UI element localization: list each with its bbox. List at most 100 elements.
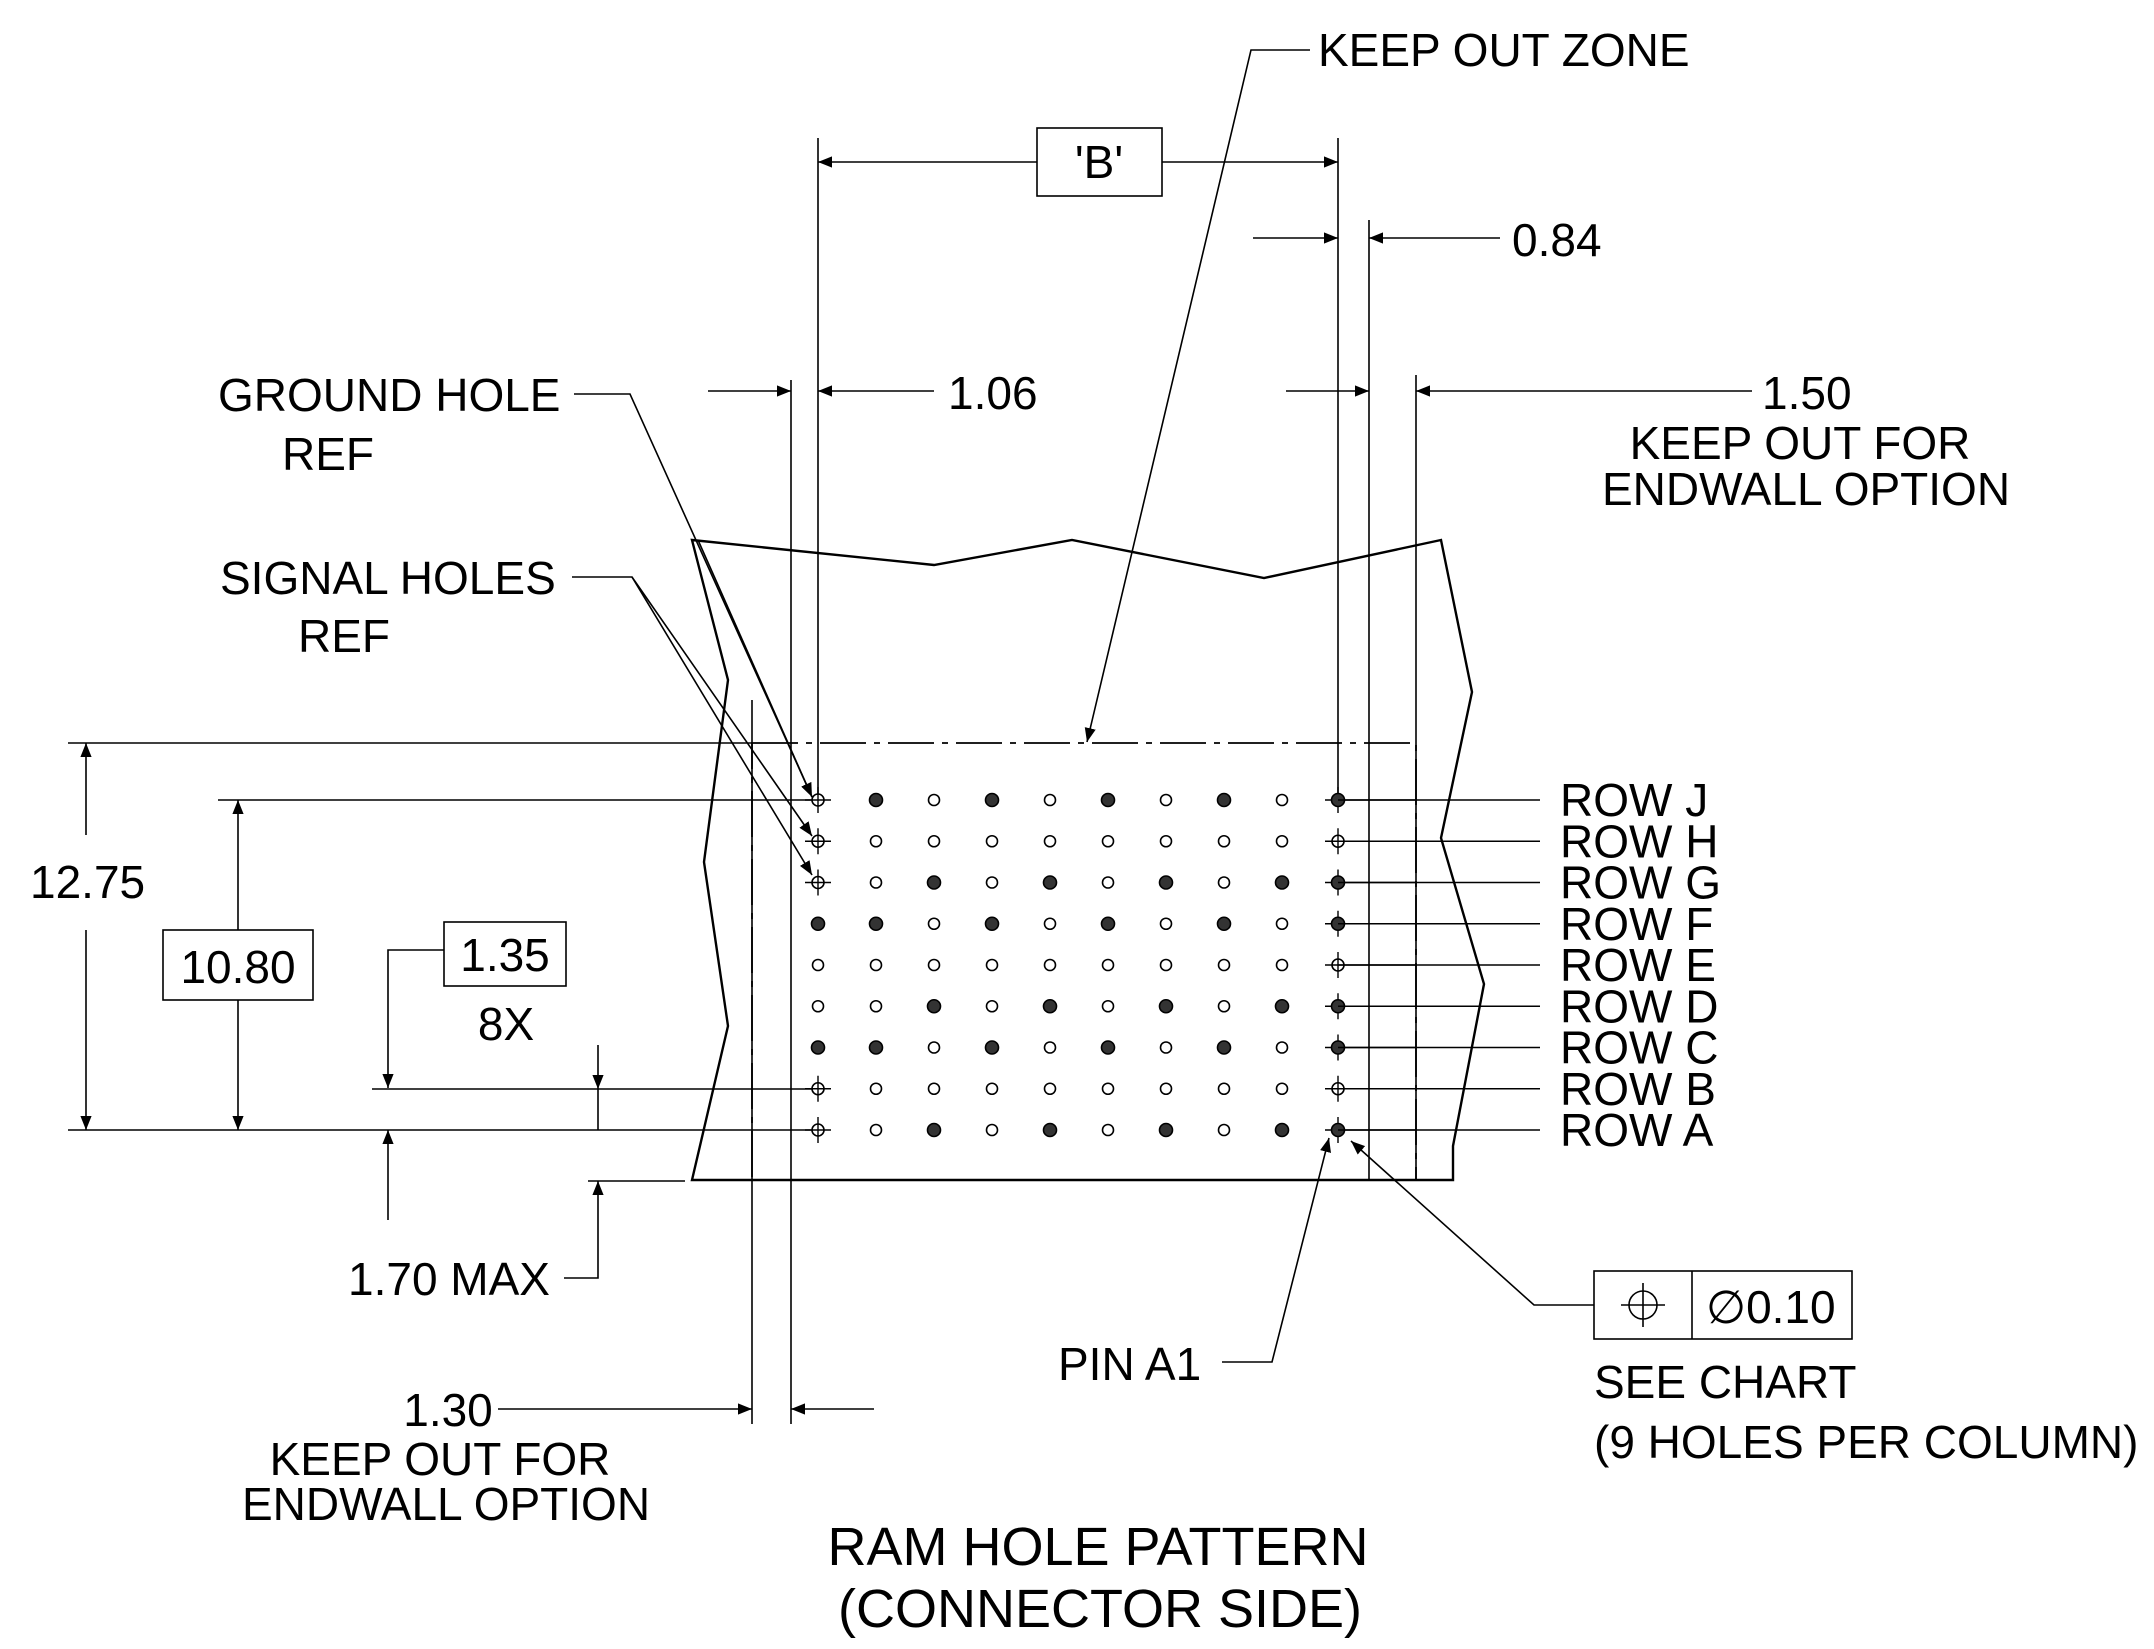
tolerance-value: ∅0.10 [1706, 1281, 1836, 1333]
hole-g4 [985, 876, 999, 889]
keep-out-zone-label: KEEP OUT ZONE [1318, 24, 1690, 76]
hole-e2 [869, 958, 883, 972]
row-label-g: ROW G [1560, 857, 1721, 909]
hole-j9 [1275, 793, 1289, 807]
dim-1080-box [162, 929, 314, 1001]
row-label-j: ROW J [1560, 774, 1708, 826]
hole-a2 [869, 1123, 883, 1137]
row-label-c: ROW C [1560, 1022, 1718, 1074]
hole-f3 [927, 917, 941, 931]
dim-135-box [443, 921, 567, 987]
hole-d8 [1217, 999, 1231, 1013]
dim-135-label: 1.35 [460, 929, 550, 981]
hole-e5 [1043, 958, 1057, 972]
signal-holes-label: SIGNAL HOLES [220, 552, 556, 604]
hole-a8 [1217, 1123, 1231, 1137]
dim-135-leader [382, 949, 444, 1088]
hole-c8 [1216, 1040, 1232, 1055]
hole-b9 [1275, 1082, 1289, 1096]
hole-g6 [1101, 876, 1115, 889]
hole-g3 [926, 875, 942, 890]
hole-f4 [984, 916, 1000, 932]
hole-e3 [927, 958, 941, 972]
hole-a9 [1274, 1122, 1290, 1138]
b-dimension-box [1036, 127, 1163, 197]
hole-j5 [1043, 793, 1057, 807]
dim-1275-label: 12.75 [30, 856, 145, 908]
hole-b7 [1159, 1082, 1173, 1096]
keep-out-endwall-right-line2: ENDWALL OPTION [1602, 463, 2010, 515]
hole-d7 [1158, 998, 1174, 1014]
keep-out-endwall-left-line1: KEEP OUT FOR [270, 1433, 611, 1485]
hole-e9 [1275, 958, 1289, 972]
hole-f2 [868, 916, 884, 932]
hole-h5 [1043, 834, 1057, 848]
hole-e7 [1159, 958, 1173, 972]
hole-h6 [1101, 834, 1115, 848]
hole-d4 [985, 999, 999, 1013]
hole-f7 [1159, 917, 1173, 931]
signal-holes-leader-2 [631, 576, 813, 876]
hole-d1 [811, 999, 825, 1013]
hole-b6 [1101, 1082, 1115, 1096]
tolerance-frame [1593, 1270, 1853, 1340]
ground-hole-ref-label: REF [282, 428, 374, 480]
hole-e4 [985, 958, 999, 972]
hole-d6 [1101, 999, 1115, 1013]
keep-out-endwall-left-line2: ENDWALL OPTION [242, 1478, 650, 1530]
hole-b2 [869, 1082, 883, 1096]
hole-j2 [868, 792, 884, 808]
hole-g5 [1042, 875, 1058, 890]
board-outline [690, 538, 1486, 1182]
signal-holes-leader-1 [572, 576, 813, 837]
hole-c2 [868, 1040, 884, 1055]
hole-a4 [985, 1123, 999, 1137]
hole-j7 [1159, 793, 1173, 807]
hole-g9 [1274, 875, 1290, 890]
hole-e6 [1101, 958, 1115, 972]
see-chart-label: SEE CHART [1594, 1356, 1856, 1408]
hole-h8 [1217, 834, 1231, 848]
hole-c6 [1100, 1040, 1116, 1055]
row-leaders [1338, 799, 1540, 1131]
hole-b1 [805, 1075, 831, 1102]
dim-135-qty-label: 8X [478, 998, 534, 1050]
b-dimension-label: 'B' [1075, 136, 1123, 188]
dim-150-label: 1.50 [1762, 367, 1852, 419]
hole-c4 [984, 1040, 1000, 1055]
hole-a1 [805, 1117, 831, 1143]
hole-h7 [1159, 834, 1173, 848]
hole-d2 [869, 999, 883, 1013]
position-symbol-icon [1621, 1283, 1665, 1327]
hole-j6 [1100, 792, 1116, 808]
row-label-b: ROW B [1560, 1063, 1716, 1115]
hole-b4 [985, 1082, 999, 1096]
hole-c1 [810, 1040, 826, 1055]
ground-hole-leader-2 [697, 539, 813, 798]
hole-f1 [810, 916, 826, 932]
row-label-f: ROW F [1560, 898, 1713, 950]
signal-holes-ref-label: REF [298, 610, 390, 662]
hole-c7 [1159, 1041, 1173, 1054]
keep-out-zone-leader [1084, 49, 1310, 743]
row-label-d: ROW D [1560, 980, 1718, 1032]
title-line1: RAM HOLE PATTERN [827, 1517, 1368, 1577]
hole-d9 [1274, 998, 1290, 1014]
keep-out-endwall-right-line1: KEEP OUT FOR [1630, 417, 1971, 469]
hole-a3 [926, 1122, 942, 1138]
hole-c9 [1275, 1041, 1289, 1054]
hole-h9 [1275, 834, 1289, 848]
hole-f8 [1216, 916, 1232, 932]
ground-hole-label: GROUND HOLE [218, 369, 560, 421]
hole-j3 [927, 793, 941, 807]
hole-h4 [985, 834, 999, 848]
hole-pattern [805, 787, 1351, 1143]
pin-a1-label: PIN A1 [1058, 1338, 1201, 1390]
row-label-h: ROW H [1560, 815, 1718, 867]
dim-130-label: 1.30 [403, 1384, 493, 1436]
hole-b5 [1043, 1082, 1057, 1096]
hole-c3 [927, 1041, 941, 1054]
title-line2: (CONNECTOR SIDE) [838, 1579, 1362, 1639]
